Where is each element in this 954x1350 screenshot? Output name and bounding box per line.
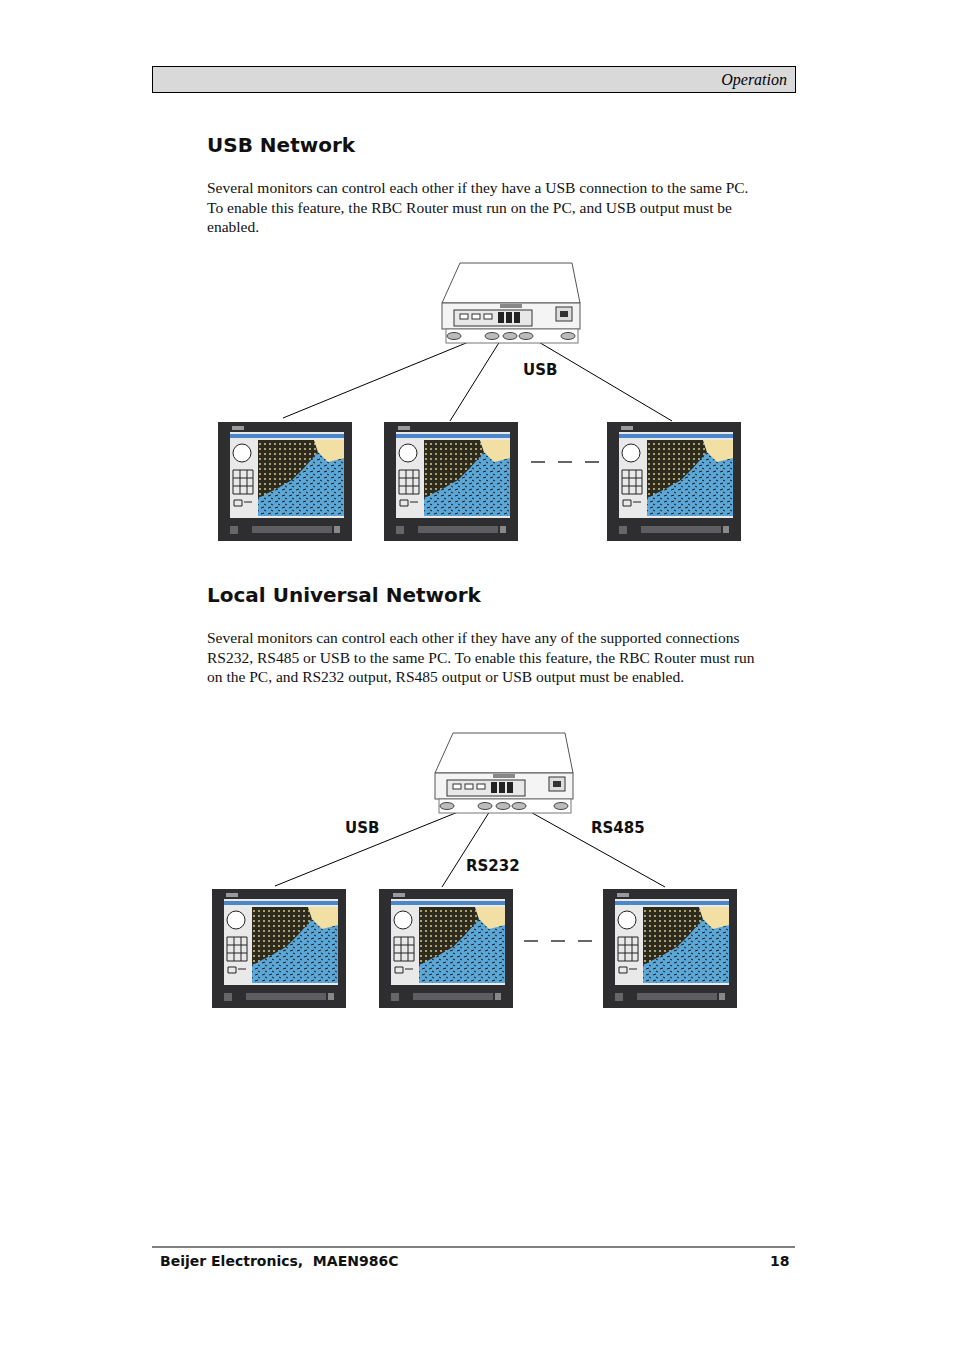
connection-label: USB (343, 819, 381, 837)
monitor (384, 422, 518, 541)
continuation-dash (531, 461, 545, 462)
connection-label: RS485 (589, 819, 647, 837)
monitor (379, 889, 513, 1008)
continuation-dash (578, 940, 592, 941)
connection-label: RS232 (464, 857, 522, 875)
body-text: Several monitors can control each other … (207, 628, 755, 687)
footer-text: Beijer Electronics, MAEN986C (160, 1253, 398, 1269)
section-heading: USB Network (207, 133, 355, 157)
section-name: Operation (721, 71, 787, 89)
header-band: Operation (152, 66, 796, 93)
connection-label: USB (521, 361, 559, 379)
monitor (212, 889, 346, 1008)
router-device (435, 733, 573, 813)
footer-rule (152, 1247, 795, 1248)
page-number: 18 (770, 1253, 789, 1269)
continuation-dash (585, 461, 599, 462)
section-heading: Local Universal Network (207, 583, 481, 607)
continuation-dash (558, 461, 572, 462)
monitor (218, 422, 352, 541)
continuation-dash (551, 940, 565, 941)
monitor (607, 422, 741, 541)
body-text: Several monitors can control each other … (207, 178, 755, 237)
continuation-dash (524, 940, 538, 941)
router-device (442, 263, 580, 343)
monitor (603, 889, 737, 1008)
